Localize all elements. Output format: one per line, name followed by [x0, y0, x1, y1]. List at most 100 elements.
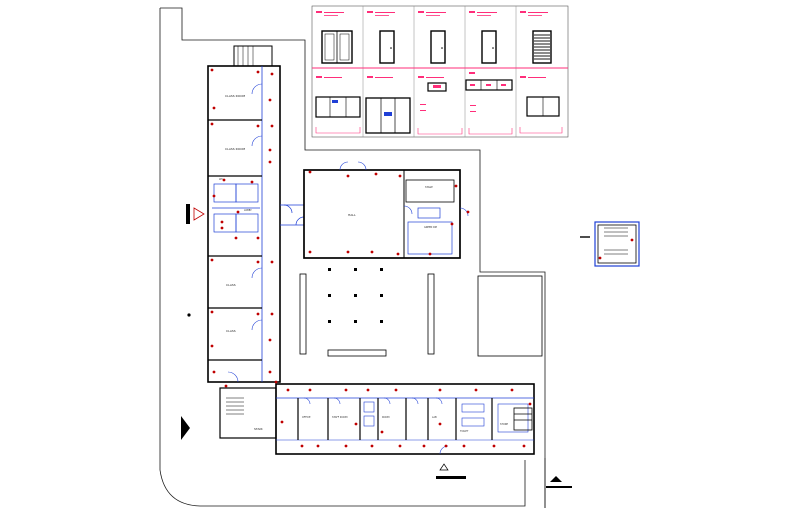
- fixture-marker: [396, 252, 400, 256]
- fixture-marker: [380, 430, 384, 434]
- detail-cell-single-door-3: [469, 11, 497, 64]
- fixture-marker: [422, 444, 426, 448]
- fixture-marker: [308, 250, 312, 254]
- fixture-marker: [210, 258, 214, 262]
- svg-text:HALL: HALL: [348, 213, 356, 217]
- svg-text:GREEN RM: GREEN RM: [424, 226, 437, 229]
- fixture-marker: [212, 370, 216, 374]
- svg-text:STAIR: STAIR: [254, 427, 263, 431]
- fixture-marker: [598, 256, 602, 260]
- fixture-marker: [236, 210, 240, 214]
- svg-text:LOBBY: LOBBY: [244, 209, 252, 212]
- fixture-marker: [346, 250, 350, 254]
- casement-window-icon: [526, 96, 560, 117]
- svg-text:CLASS ROOM: CLASS ROOM: [225, 147, 245, 151]
- fixture-marker: [438, 388, 442, 392]
- fixture-marker: [268, 370, 272, 374]
- fixture-marker: [256, 260, 260, 264]
- svg-text:STAFF ROOM: STAFF ROOM: [332, 416, 347, 419]
- fixture-marker: [268, 148, 272, 152]
- svg-text:CLASS ROOM: CLASS ROOM: [225, 94, 245, 98]
- fixture-marker: [270, 260, 274, 264]
- fixture-marker: [366, 388, 370, 392]
- detail-cell-casement-window: [519, 76, 563, 134]
- sliding-door-icon: [365, 97, 411, 134]
- detail-cell-ribbon-window: [465, 72, 513, 135]
- entry-arrow-icon: [186, 204, 205, 224]
- section-marker-icon: [181, 416, 190, 440]
- fixture-marker: [354, 422, 358, 426]
- site-datum-icon: [187, 313, 191, 317]
- fixture-marker: [280, 420, 284, 424]
- detail-cell-sliding-door: [365, 76, 411, 134]
- fixture-marker: [300, 444, 304, 448]
- fixture-marker: [210, 310, 214, 314]
- south-entry-icon: [436, 463, 466, 479]
- fixture-marker: [210, 344, 214, 348]
- fixture-marker: [374, 172, 378, 176]
- svg-text:CLASS: CLASS: [226, 283, 236, 287]
- fixture-marker: [454, 184, 458, 188]
- fixture-marker: [398, 174, 402, 178]
- fixture-marker: [398, 444, 402, 448]
- fixture-marker: [370, 250, 374, 254]
- fixture-marker: [224, 384, 228, 388]
- fixture-marker: [444, 444, 448, 448]
- fixture-marker: [212, 194, 216, 198]
- fixture-marker: [220, 226, 224, 230]
- fixture-marker: [370, 444, 374, 448]
- fixture-marker: [268, 338, 272, 342]
- fixture-marker: [256, 236, 260, 240]
- detail-cell-double-door: [316, 11, 353, 64]
- double-door-icon: [321, 30, 353, 64]
- fixture-marker: [256, 124, 260, 128]
- fixture-marker: [308, 170, 312, 174]
- fixture-marker: [210, 68, 214, 72]
- fixture-marker: [212, 106, 216, 110]
- fixture-marker: [270, 312, 274, 316]
- detail-cell-window: [315, 76, 361, 134]
- detail-cell-single-door-2: [418, 11, 446, 64]
- single-door-icon: [379, 30, 395, 64]
- single-door-icon: [481, 30, 497, 64]
- fixture-marker: [344, 388, 348, 392]
- ribbon-window-icon: [465, 79, 513, 91]
- site-boundary: [159, 7, 546, 508]
- svg-text:LAB: LAB: [432, 416, 437, 419]
- fixture-marker: [220, 220, 224, 224]
- fixture-marker: [274, 380, 278, 384]
- fixture-marker: [316, 444, 320, 448]
- fixture-marker: [528, 402, 532, 406]
- fixture-marker: [268, 98, 272, 102]
- fixture-marker: [256, 70, 260, 74]
- svg-text:STAGE: STAGE: [425, 186, 433, 189]
- fixture-marker: [222, 178, 226, 182]
- svg-text:STORE: STORE: [500, 423, 509, 426]
- fixture-marker: [234, 236, 238, 240]
- detail-cell-vent: [417, 76, 463, 135]
- stair-detail-block: [580, 221, 640, 267]
- fixture-marker: [450, 222, 454, 226]
- detail-cell-single-door-1: [367, 11, 395, 64]
- fixture-marker: [462, 444, 466, 448]
- fixture-marker: [492, 444, 496, 448]
- vent-icon: [427, 82, 447, 92]
- fixture-marker: [210, 122, 214, 126]
- fixture-marker: [510, 388, 514, 392]
- fixture-marker: [250, 180, 254, 184]
- svg-text:CLASS: CLASS: [226, 329, 236, 333]
- south-wing: STAIR: [219, 383, 535, 479]
- fixture-marker: [308, 388, 312, 392]
- fixture-marker: [270, 72, 274, 76]
- fixture-marker: [474, 388, 478, 392]
- louver-panel-icon: [532, 30, 552, 64]
- fixture-marker: [268, 160, 272, 164]
- fixture-marker: [438, 422, 442, 426]
- svg-text:OFFICE: OFFICE: [302, 416, 311, 419]
- svg-text:WC: WC: [219, 178, 223, 181]
- fixture-marker: [630, 238, 634, 242]
- west-wing: CLASS ROOM CLASS ROOM CLASS CLASS WC LOB…: [186, 45, 305, 383]
- main-hall: HALL STAGE GREEN RM: [303, 161, 469, 259]
- fixture-marker: [270, 124, 274, 128]
- fixture-marker: [466, 210, 470, 214]
